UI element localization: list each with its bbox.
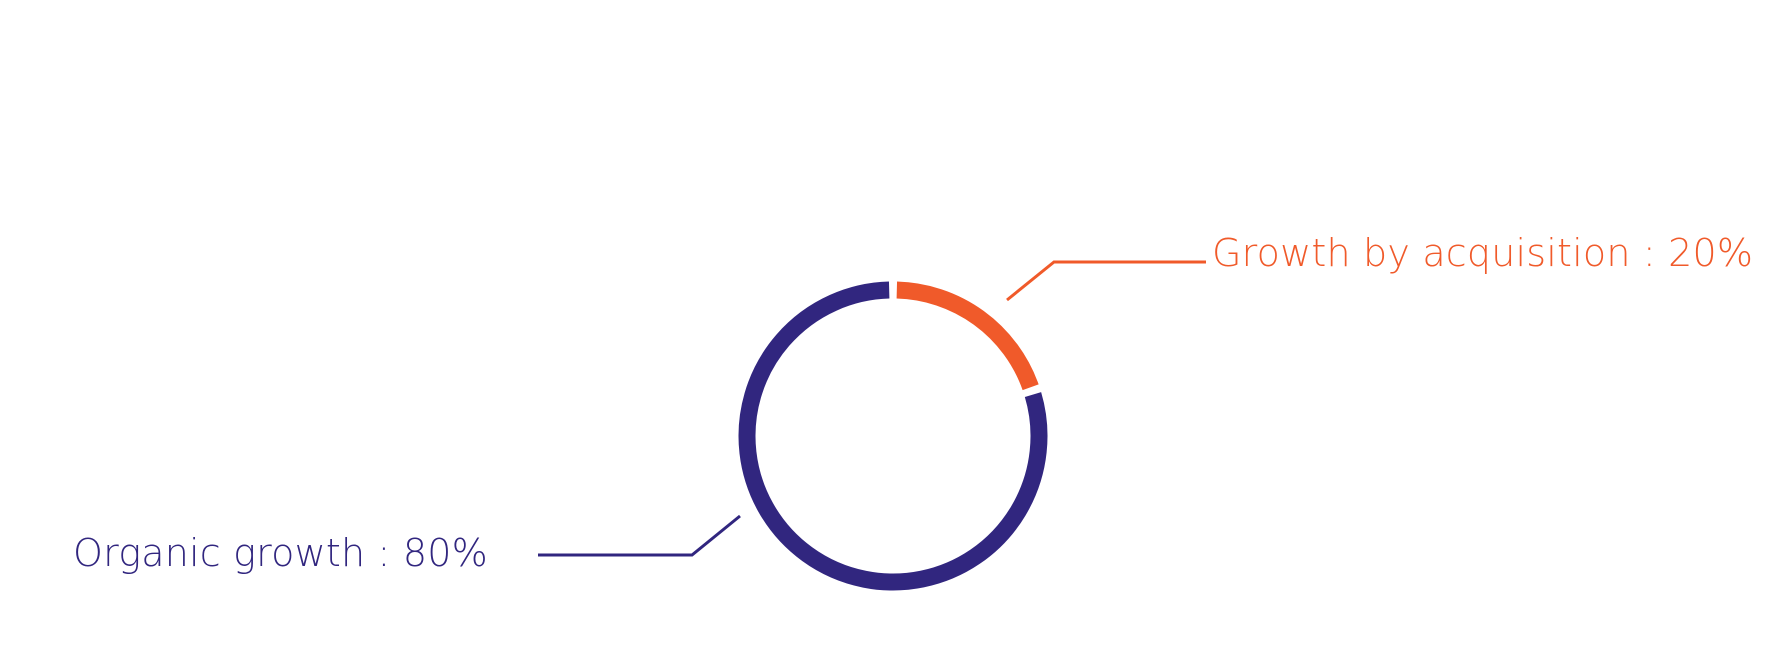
leader-line-organic [538, 514, 741, 557]
slice-label-organic: Organic growth : 80% [73, 531, 488, 575]
donut-slice-1 [738, 281, 1048, 591]
leader-line-acquisition [1006, 260, 1206, 302]
donut-slices [738, 281, 1048, 591]
slice-label-acquisition: Growth by acquisition : 20% [1212, 231, 1753, 275]
donut-slice-0 [896, 281, 1039, 391]
